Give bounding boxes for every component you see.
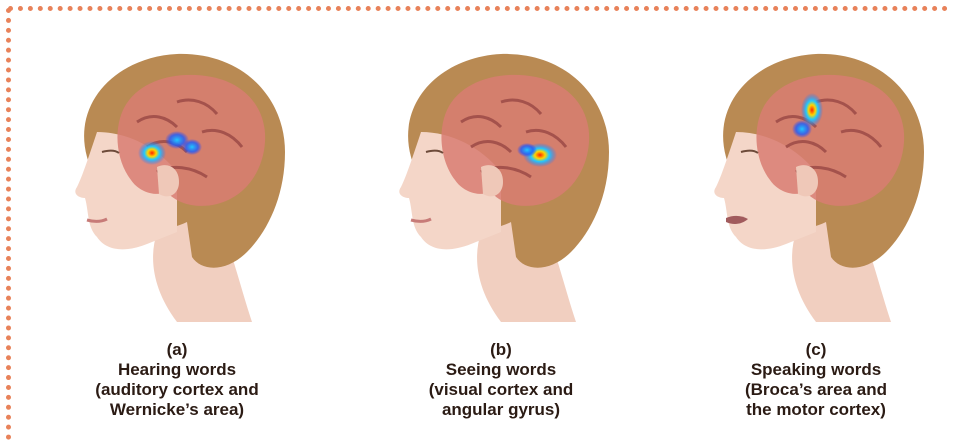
head-illustration	[351, 22, 651, 342]
panel-detail-line2: Wernicke’s area)	[27, 400, 327, 420]
panel-letter: (c)	[666, 340, 954, 360]
panel-letter: (a)	[27, 340, 327, 360]
panel-letter: (b)	[351, 340, 651, 360]
activation-region	[182, 139, 202, 155]
caption: (b) Seeing words (visual cortex and angu…	[351, 340, 651, 420]
panel-detail-line2: angular gyrus)	[351, 400, 651, 420]
panel-seeing-words: (b) Seeing words (visual cortex and angu…	[351, 22, 651, 442]
caption: (a) Hearing words (auditory cortex and W…	[27, 340, 327, 420]
caption: (c) Speaking words (Broca’s area and the…	[666, 340, 954, 420]
panel-title: Hearing words	[27, 360, 327, 380]
dotted-frame-left	[6, 8, 11, 440]
panel-speaking-words: (c) Speaking words (Broca’s area and the…	[666, 22, 954, 442]
panel-detail-line1: (visual cortex and	[351, 380, 651, 400]
brain	[756, 75, 904, 206]
activation-region	[792, 120, 812, 138]
panel-hearing-words: (a) Hearing words (auditory cortex and W…	[27, 22, 327, 442]
activation-region	[517, 143, 537, 157]
panel-detail-line1: (Broca’s area and	[666, 380, 954, 400]
head-illustration	[27, 22, 327, 342]
panel-detail-line2: the motor cortex)	[666, 400, 954, 420]
head-illustration	[666, 22, 954, 342]
dotted-frame-top	[8, 6, 948, 11]
panel-detail-line1: (auditory cortex and	[27, 380, 327, 400]
panel-title: Seeing words	[351, 360, 651, 380]
activation-hotspot	[138, 141, 166, 165]
panel-title: Speaking words	[666, 360, 954, 380]
brain	[441, 75, 589, 206]
